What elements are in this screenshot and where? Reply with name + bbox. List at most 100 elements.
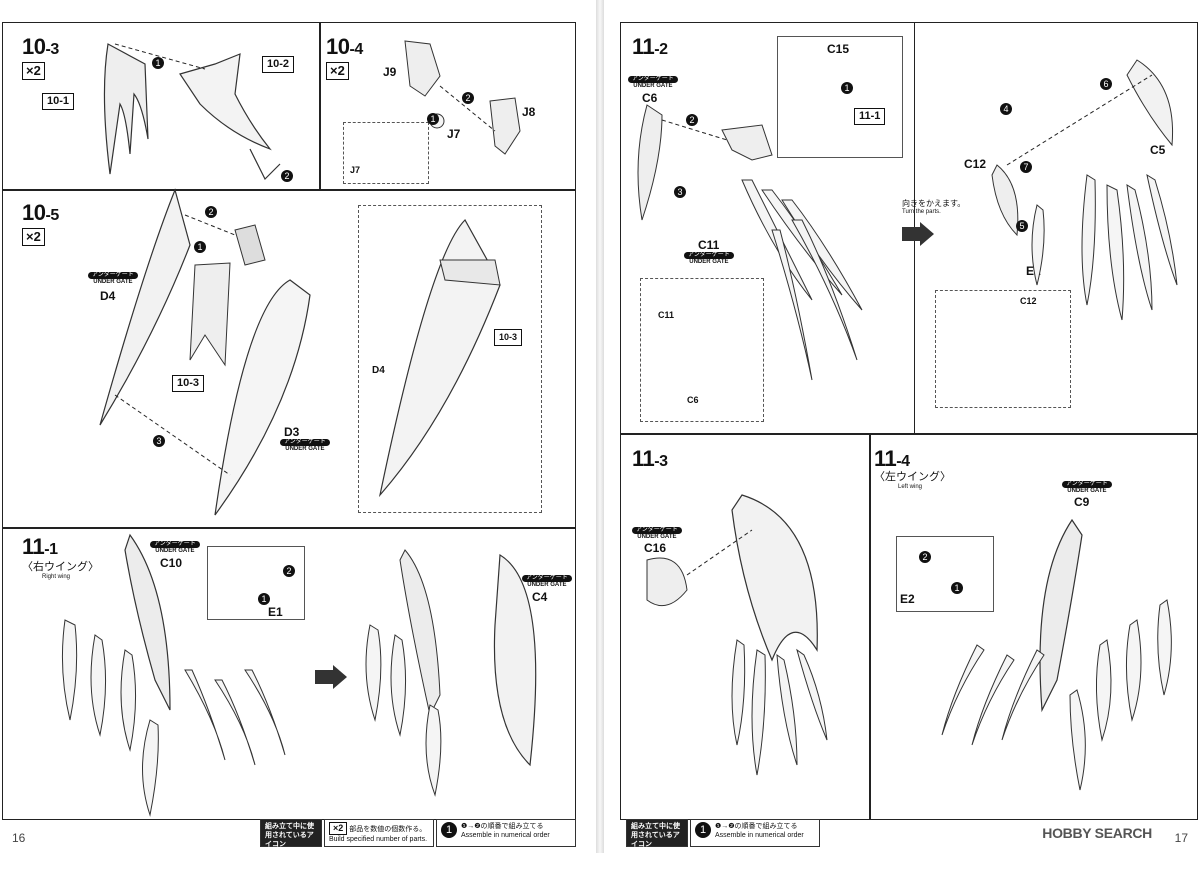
tag-10-1: 10-1 (42, 93, 75, 110)
times-badge: ×2 (326, 62, 349, 80)
step-title-11-2: 11-2 (632, 34, 668, 59)
hobby-search-logo: HOBBY SEARCH (1042, 825, 1152, 841)
part-j8: J8 (522, 105, 536, 119)
step-number-2: 2 (281, 170, 293, 182)
step-number-3: 3 (674, 186, 686, 198)
times-badge-legend: ×2 (329, 822, 348, 835)
step-number-7: 7 (1020, 161, 1032, 173)
panel-10-3 (2, 22, 320, 190)
part-d4: D4 (100, 289, 116, 303)
panel-10-5 (2, 190, 576, 528)
completed-wing-illustration (378, 219, 501, 498)
step-number-3: 3 (153, 435, 165, 447)
step-title-10-5: 10-5 (22, 200, 59, 225)
part-c11-inset: C11 (658, 310, 675, 320)
part-c10: C10 (160, 556, 183, 570)
wing-11-2-illustration (637, 104, 863, 381)
tag-11-1: 11-1 (854, 108, 886, 125)
step-number-6: 6 (1100, 78, 1112, 90)
step-title-10-4: 10-4 (326, 34, 363, 59)
panel-10-4 (320, 22, 576, 190)
step-number-1: 1 (427, 113, 439, 125)
part-c11: C11 (698, 238, 720, 252)
step-number-5: 5 (1016, 220, 1028, 232)
caption-right-wing: 〈右ウイング〉Right wing (22, 561, 99, 580)
part-j9: J9 (383, 65, 397, 79)
part-c16: C16 (644, 541, 667, 555)
part-c4: C4 (532, 590, 548, 604)
part-e1-11: E1 (268, 605, 283, 619)
part-c12-inset: C12 (1020, 296, 1037, 306)
part-c5: C5 (1150, 143, 1166, 157)
detail-inset-c12 (935, 290, 1071, 408)
part-j7: J7 (447, 127, 461, 141)
step-title-11-1: 11-1 (22, 534, 58, 559)
part-d3: D3 (284, 425, 300, 439)
next-arrow-icon (315, 665, 347, 689)
step-title-10-3: 10-3 (22, 34, 59, 59)
left-wing-feathers-illustration (941, 518, 1172, 791)
panel-11-4 (870, 434, 1198, 820)
step-number-1: 1 (258, 593, 270, 605)
tag-10-2: 10-2 (262, 56, 295, 73)
right-wing-assembled-illustration (365, 549, 537, 797)
page-gutter (596, 0, 604, 853)
times-badge: ×2 (22, 228, 45, 246)
times-badge: ×2 (22, 62, 45, 80)
right-wing-feathers-illustration (61, 533, 286, 817)
part-d4-inset: D4 (372, 365, 385, 376)
detail-inset-c15 (777, 36, 903, 158)
detail-inset-e1-11 (207, 546, 305, 620)
part-c12: C12 (964, 157, 987, 171)
number-icon: 1 (441, 822, 457, 838)
step-number-2: 2 (686, 114, 698, 126)
wing-assembly-illustration (99, 188, 311, 516)
detail-inset-c11 (640, 278, 764, 422)
step-title-11-3: 11-3 (632, 446, 668, 471)
step-number-4: 4 (1000, 103, 1012, 115)
left-page: 10-3 ×2 10-2 10-1 1 2 10-4 ×2 J9 J8 J7 J… (0, 0, 598, 867)
icon-legend-x2: ×2 部品を数値の個数作る。Build specified number of … (324, 819, 434, 847)
step-number-2: 2 (462, 92, 474, 104)
wing-11-2-turned-illustration (991, 59, 1178, 321)
part-j7-inset: J7 (350, 165, 361, 175)
detail-inset-e2-11 (896, 536, 994, 612)
joint-parts-illustration (404, 40, 521, 155)
step-number-1: 1 (194, 241, 206, 253)
panel-11-2 (620, 22, 1198, 434)
step-number-2: 2 (283, 565, 295, 577)
tag-10-3-inset: 10-3 (494, 329, 523, 346)
step-title-11-4: 11-4 (874, 446, 910, 471)
wing-part-illustration (103, 43, 281, 181)
tag-10-3: 10-3 (172, 375, 205, 392)
wing-11-3-illustration (646, 494, 828, 776)
part-c15: C15 (827, 42, 850, 56)
caption-left-wing: 〈左ウイング〉Left wing (874, 471, 951, 490)
step-number-1: 1 (152, 57, 164, 69)
part-c6-inset: C6 (687, 395, 699, 405)
page-number: 17 (1174, 831, 1188, 845)
step-number-1: 1 (951, 582, 963, 594)
step-number-2: 2 (919, 551, 931, 563)
turn-note: 向きをかえます。Turn the parts. (902, 199, 966, 215)
next-arrow-icon (902, 222, 934, 246)
part-c6: C6 (642, 91, 658, 105)
step-number-2: 2 (205, 206, 217, 218)
step-number-1: 1 (841, 82, 853, 94)
part-c9: C9 (1074, 495, 1090, 509)
page-number: 16 (12, 831, 26, 845)
part-e2-11: E2 (900, 592, 915, 606)
